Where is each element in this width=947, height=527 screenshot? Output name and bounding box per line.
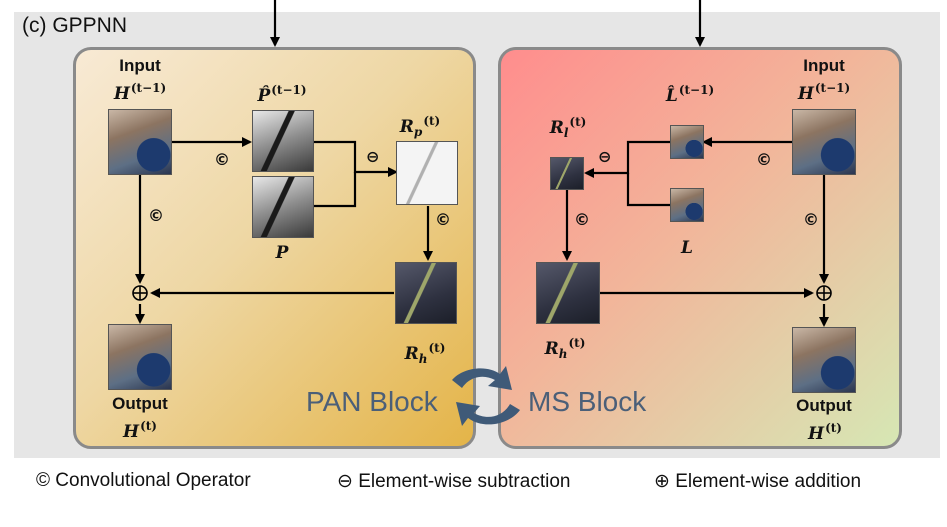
ms-output-label: H(t): [808, 421, 842, 444]
pan-p-hat-image: [252, 110, 314, 172]
pan-p-label: P: [275, 243, 289, 263]
ms-l-hat-label: L̂(t−1): [665, 83, 715, 106]
ms-input-image: [792, 109, 856, 175]
ms-output-image: [792, 327, 856, 393]
pan-rh-image: [395, 262, 457, 324]
ms-conv-op-2: ©: [574, 210, 590, 229]
ms-block-name: MS Block: [528, 386, 647, 417]
ms-conv-op-3: ©: [803, 210, 819, 229]
ms-l-hat-image: [670, 125, 704, 159]
pan-conv-op-1: ©: [214, 150, 230, 169]
pan-output-image: [108, 324, 172, 390]
pan-input-label: H(t−1): [113, 81, 167, 104]
ms-rh-label: Rh(t): [544, 336, 586, 361]
ms-rl-image: [550, 157, 584, 190]
pan-conv-op-3: ©: [435, 210, 451, 229]
ms-l-image: [670, 188, 704, 222]
pan-p-hat-label: P̂(t−1): [257, 83, 307, 106]
pan-rp-image: [396, 141, 458, 205]
pan-conv-op-2: ©: [148, 206, 164, 225]
pan-output-label: H(t): [123, 419, 157, 442]
ms-rl-label: Rl(t): [549, 115, 587, 140]
pan-rp-label: Rp(t): [399, 114, 441, 139]
legend-add: ⊕ Element-wise addition: [654, 471, 862, 492]
figure-title: (c) GPPNN: [22, 14, 127, 37]
ms-sub-op: ⊖: [598, 147, 612, 166]
swap-arrows-icon: [452, 366, 520, 426]
pan-sub-arrow: [314, 140, 398, 177]
pan-block-name: PAN Block: [306, 386, 438, 417]
ms-input-word: Input: [803, 56, 845, 75]
ms-conv-op-1: ©: [756, 150, 772, 169]
ms-l-label: L: [681, 238, 693, 258]
pan-input-image: [108, 109, 172, 175]
pan-sub-op: ⊖: [366, 147, 380, 166]
legend-conv: © Convolutional Operator: [36, 470, 251, 491]
pan-output-word: Output: [112, 394, 168, 413]
pan-p-line: [314, 172, 357, 208]
pan-rh-label: Rh(t): [404, 341, 446, 366]
pan-input-word: Input: [119, 56, 161, 75]
ms-output-word: Output: [796, 396, 852, 415]
legend-sub: ⊖ Element-wise subtraction: [337, 471, 571, 492]
ms-sub-arrow: [584, 140, 670, 178]
ms-input-label: H(t−1): [797, 81, 851, 104]
ms-rh-image: [536, 262, 600, 324]
pan-p-image: [252, 176, 314, 238]
ms-l-line: [626, 173, 670, 207]
